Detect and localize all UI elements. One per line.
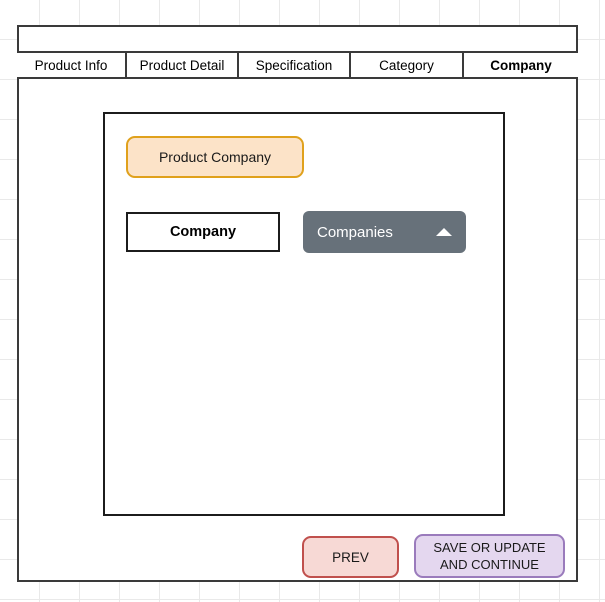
company-field-label: Company xyxy=(126,212,280,252)
tab-specification-label: Specification xyxy=(255,57,333,73)
company-dropdown[interactable]: Companies xyxy=(303,211,466,253)
company-dropdown-value: Companies xyxy=(317,223,393,241)
tab-product-detail-label: Product Detail xyxy=(139,57,225,73)
prev-button-label: PREV xyxy=(332,549,369,565)
tab-category-label: Category xyxy=(379,57,434,73)
content-panel xyxy=(103,112,505,516)
save-or-update-and-continue-button[interactable]: SAVE OR UPDATE AND CONTINUE xyxy=(414,534,565,578)
tab-category[interactable]: Category xyxy=(351,53,464,77)
tab-product-detail[interactable]: Product Detail xyxy=(127,53,239,77)
product-company-section-title-label: Product Company xyxy=(158,149,272,165)
tab-product-info-label: Product Info xyxy=(34,57,108,73)
caret-up-icon xyxy=(436,228,452,236)
tab-product-info[interactable]: Product Info xyxy=(17,53,127,77)
tab-bar: Product Info Product Detail Specificatio… xyxy=(17,51,578,79)
prev-button[interactable]: PREV xyxy=(302,536,399,578)
tab-company-label: Company xyxy=(490,57,552,73)
product-company-section-title[interactable]: Product Company xyxy=(126,136,304,178)
save-button-label-line1: SAVE OR UPDATE xyxy=(433,540,546,555)
company-field-label-text: Company xyxy=(169,224,237,240)
tab-specification[interactable]: Specification xyxy=(239,53,351,77)
save-button-label-line2: AND CONTINUE xyxy=(440,557,539,572)
tab-company[interactable]: Company xyxy=(464,53,578,77)
